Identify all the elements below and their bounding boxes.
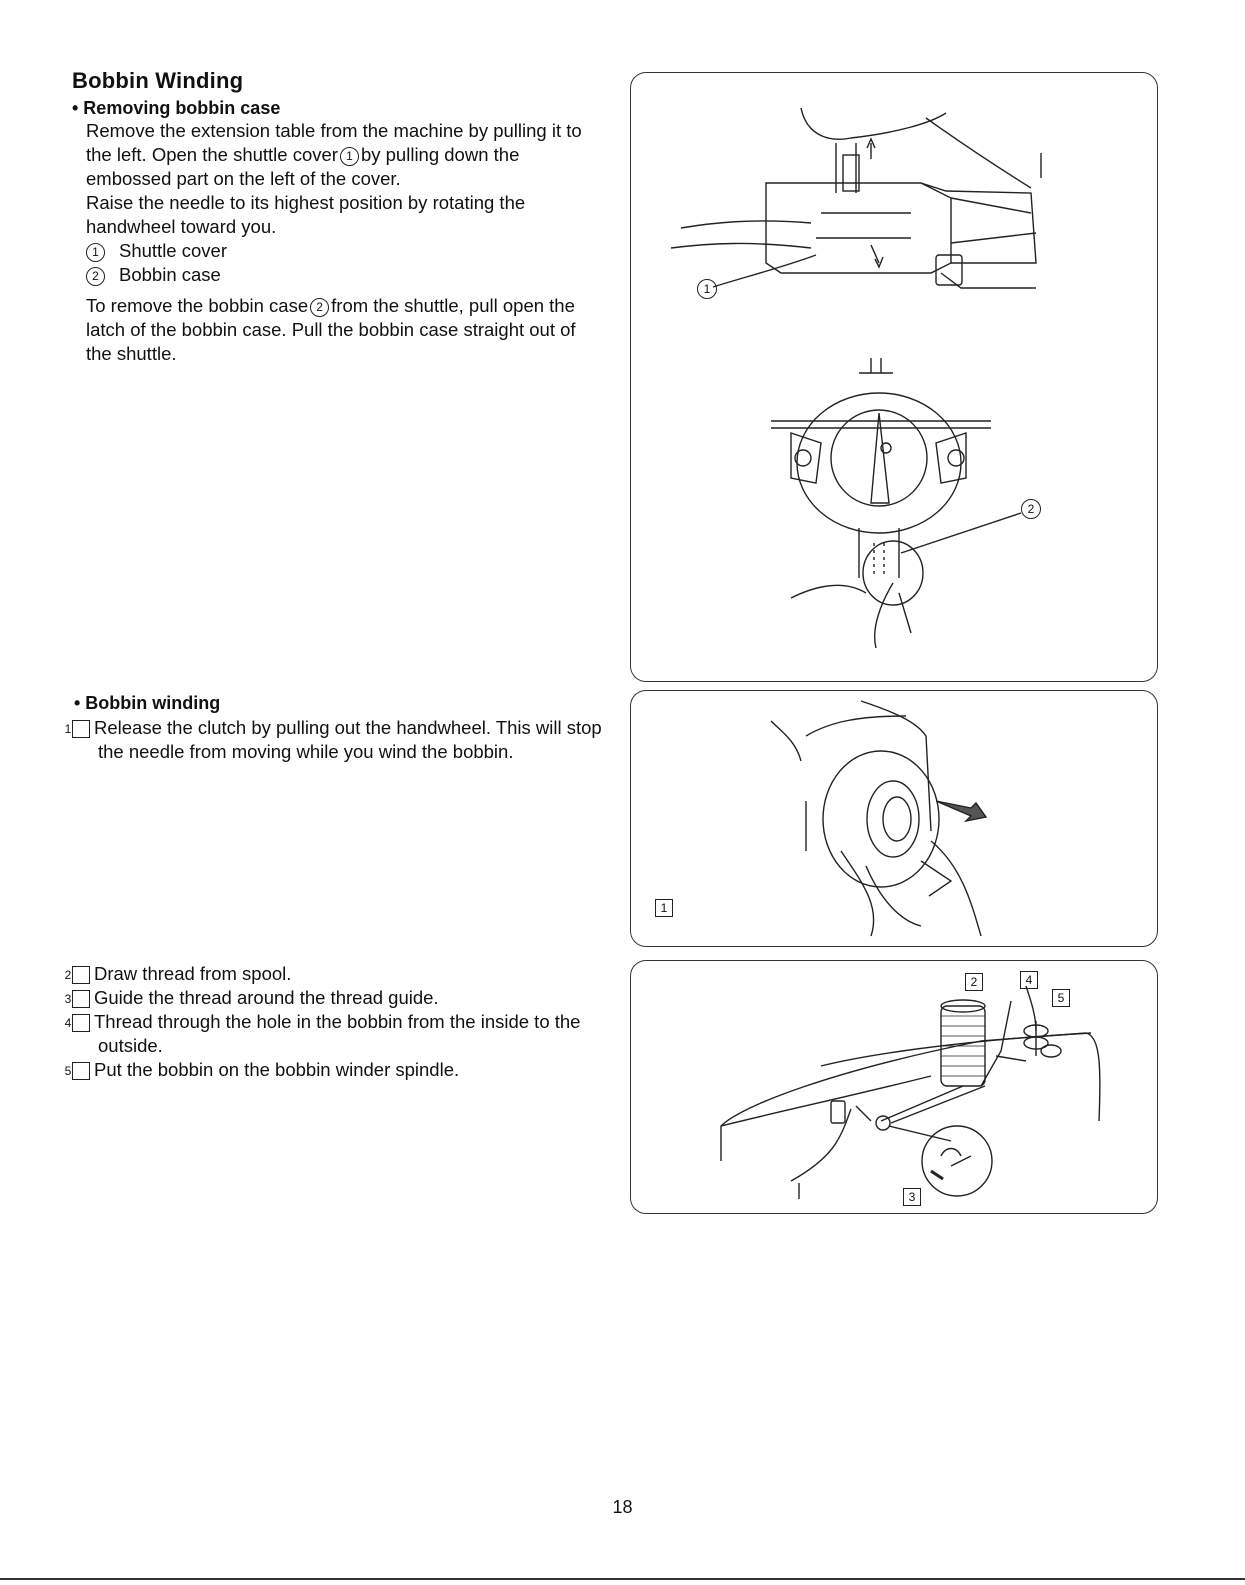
figure-callout-step-3: 3 (903, 1188, 921, 1206)
paragraph-raise-needle: Raise the needle to its highest position… (86, 192, 526, 237)
figure-callout-1: 1 (697, 279, 717, 299)
text-column-top: Bobbin Winding • Removing bobbin case Re… (72, 68, 602, 287)
figure-callout-step-5: 5 (1052, 989, 1070, 1007)
figure-callout-step-2: 2 (965, 973, 983, 991)
callout-ref-1: 1 (339, 147, 359, 166)
page-title: Bobbin Winding (72, 68, 244, 93)
callout-ref-2: 2 (310, 298, 330, 317)
figure-shuttle-cover-bobbin-case: 1 2 (630, 72, 1158, 682)
illustration-handwheel (770, 700, 988, 937)
page-number: 18 (612, 1497, 633, 1517)
figure-callout-2: 2 (1021, 499, 1041, 519)
illustration-bobbin-winder (720, 985, 1101, 1199)
figure-callout-step-1: 1 (655, 899, 673, 917)
figure-thread-bobbin: 2 4 5 3 (630, 960, 1158, 1214)
heading-removing-bobbin-case: • Removing bobbin case (72, 98, 281, 118)
illustration-shuttle-bobbin (670, 107, 1042, 649)
paragraph-remove-extension: Remove the extension table from the mach… (86, 120, 582, 189)
figure-release-clutch: 1 (630, 690, 1158, 947)
heading-bobbin-winding: • Bobbin winding (74, 693, 221, 713)
figure-callout-step-4: 4 (1020, 971, 1038, 989)
bottom-rule (0, 1578, 1245, 1580)
